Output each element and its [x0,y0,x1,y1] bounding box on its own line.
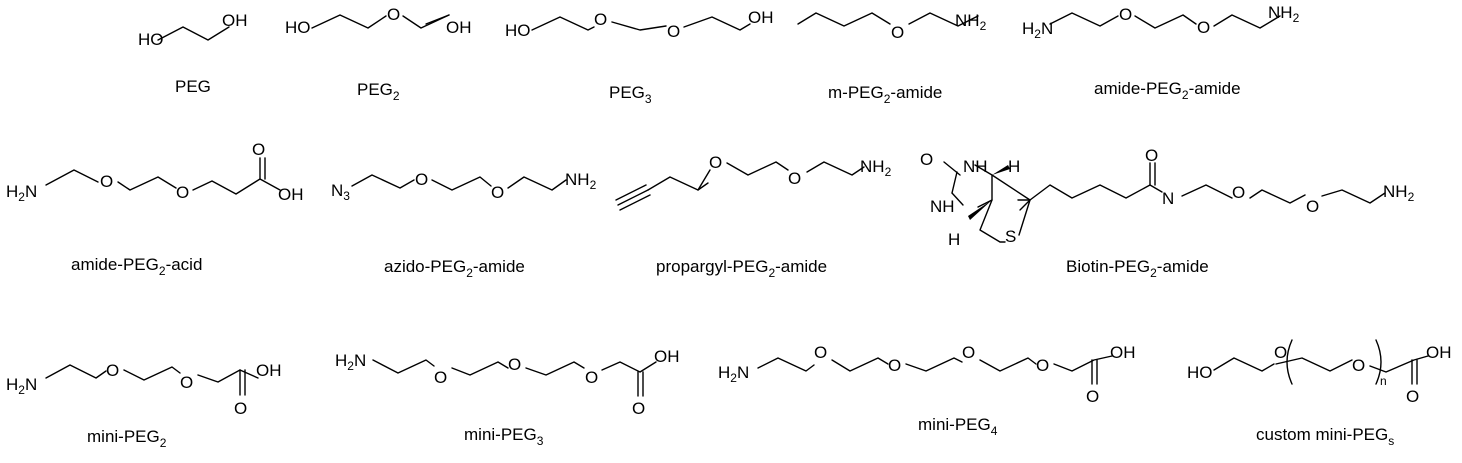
caption-custom-mini-pegs: custom mini-PEGs [1256,425,1394,448]
atom-o-carbonyl: O [1086,387,1099,406]
atom-o: O [415,170,428,189]
atom-s: S [1005,227,1016,246]
atom-oh: OH [748,8,774,27]
molecule-peg3: HO O O OH PEG3 [505,8,774,106]
molecule-amide-peg2-acid: H2N O O O OH amide-PEG2-acid [6,140,304,278]
atom-o: O [180,373,193,392]
molecule-propargyl-peg2-amide: O O NH2 propargyl-PEG2-amide [615,153,892,280]
caption-peg2: PEG2 [357,80,400,103]
caption-mini-peg4: mini-PEG4 [918,415,998,438]
atom-o-carbonyl: O [632,399,645,418]
molecule-peg2: HO O OH PEG2 [285,5,472,103]
atom-o: O [491,183,504,202]
caption-peg: PEG [175,77,211,96]
atom-o: O [387,5,400,24]
atom-oh: OH [1110,343,1136,362]
atom-n: N [1162,189,1174,208]
atom-ho: HO [505,21,531,40]
molecule-azido-peg2-amide: N3 O O NH2 azido-PEG2-amide [331,170,597,280]
caption-biotin-peg2-amide: Biotin-PEG2-amide [1066,257,1209,280]
atom-o: O [585,368,598,387]
atom-h: H [948,230,960,249]
atom-oh: OH [278,185,304,204]
atom-h2n: H2N [718,363,749,385]
atom-oh: OH [1426,343,1452,362]
atom-n3: N3 [331,181,350,203]
atom-ho: HO [1187,363,1213,382]
atom-o: O [594,10,607,29]
atom-o: O [891,23,904,42]
atom-h2n: H2N [6,375,37,397]
atom-o: O [508,355,521,374]
atom-o: O [1036,356,1049,375]
atom-o-amide: O [1145,146,1158,165]
atom-o: O [100,172,113,191]
atom-o: O [1352,356,1365,375]
molecule-mini-peg2: H2N O O O OH mini-PEG2 [6,361,282,450]
atom-o: O [1232,183,1245,202]
atom-ho: HO [285,18,311,37]
atom-o: O [788,169,801,188]
caption-propargyl-peg2-amide: propargyl-PEG2-amide [656,257,827,280]
atom-o: O [888,356,901,375]
atom-o-carbonyl: O [234,399,247,418]
atom-oh: OH [446,18,472,37]
caption-amide-peg2-acid: amide-PEG2-acid [71,255,202,278]
atom-o: O [667,22,680,41]
atom-o: O [814,343,827,362]
atom-h2n: H2N [335,351,366,373]
atom-nh2: NH2 [565,170,597,192]
atom-o: O [1274,343,1287,362]
atom-nh: NH [963,157,988,176]
caption-peg3: PEG3 [609,83,652,106]
atom-nh2: NH2 [955,11,987,33]
atom-nh2: NH2 [1383,182,1415,204]
atom-o-carbonyl: O [252,140,265,159]
atom-o: O [1119,5,1132,24]
caption-amide-peg2-amide: amide-PEG2-amide [1094,79,1241,102]
atom-o-urea: O [920,150,933,169]
molecule-mini-peg3: H2N O O O O OH mini-PEG3 [335,347,680,448]
atom-nh2: NH2 [860,157,892,179]
caption-mini-peg3: mini-PEG3 [464,425,544,448]
atom-o: O [176,183,189,202]
molecule-custom-mini-pegs: HO O O n O OH custom mini-PEGs [1187,339,1452,448]
atom-oh: OH [654,347,680,366]
atom-h2n: H2N [1022,19,1053,41]
atom-o-carbonyl: O [1406,387,1419,406]
molecule-mini-peg4: H2N O O O O O OH mini-PEG4 [718,343,1136,438]
atom-oh: OH [222,11,248,30]
molecule-peg: HO OH PEG [138,11,248,96]
atom-nh2: NH2 [1268,3,1300,25]
atom-o: O [709,153,722,172]
atom-o: O [962,343,975,362]
atom-h2n: H2N [6,182,37,204]
molecule-amide-peg2-amide: H2N O O NH2 amide-PEG2-amide [1022,3,1300,102]
atom-ho: HO [138,30,164,49]
atom-o: O [1306,197,1319,216]
atom-o: O [1197,18,1210,37]
caption-azido-peg2-amide: azido-PEG2-amide [384,257,525,280]
atom-o: O [434,368,447,387]
caption-mini-peg2: mini-PEG2 [87,427,167,450]
atom-nh: NH [930,197,955,216]
caption-m-peg2-amide: m-PEG2-amide [828,83,942,106]
atom-o: O [106,361,119,380]
atom-h: H [1008,157,1020,176]
repeat-n-subscript: n [1380,374,1387,388]
atom-oh: OH [256,361,282,380]
molecule-m-peg2-amide: O NH2 m-PEG2-amide [797,11,987,106]
molecule-biotin-peg2-amide: O NH H NH H S O N O O NH2 Biotin-PEG2-am… [920,146,1415,280]
